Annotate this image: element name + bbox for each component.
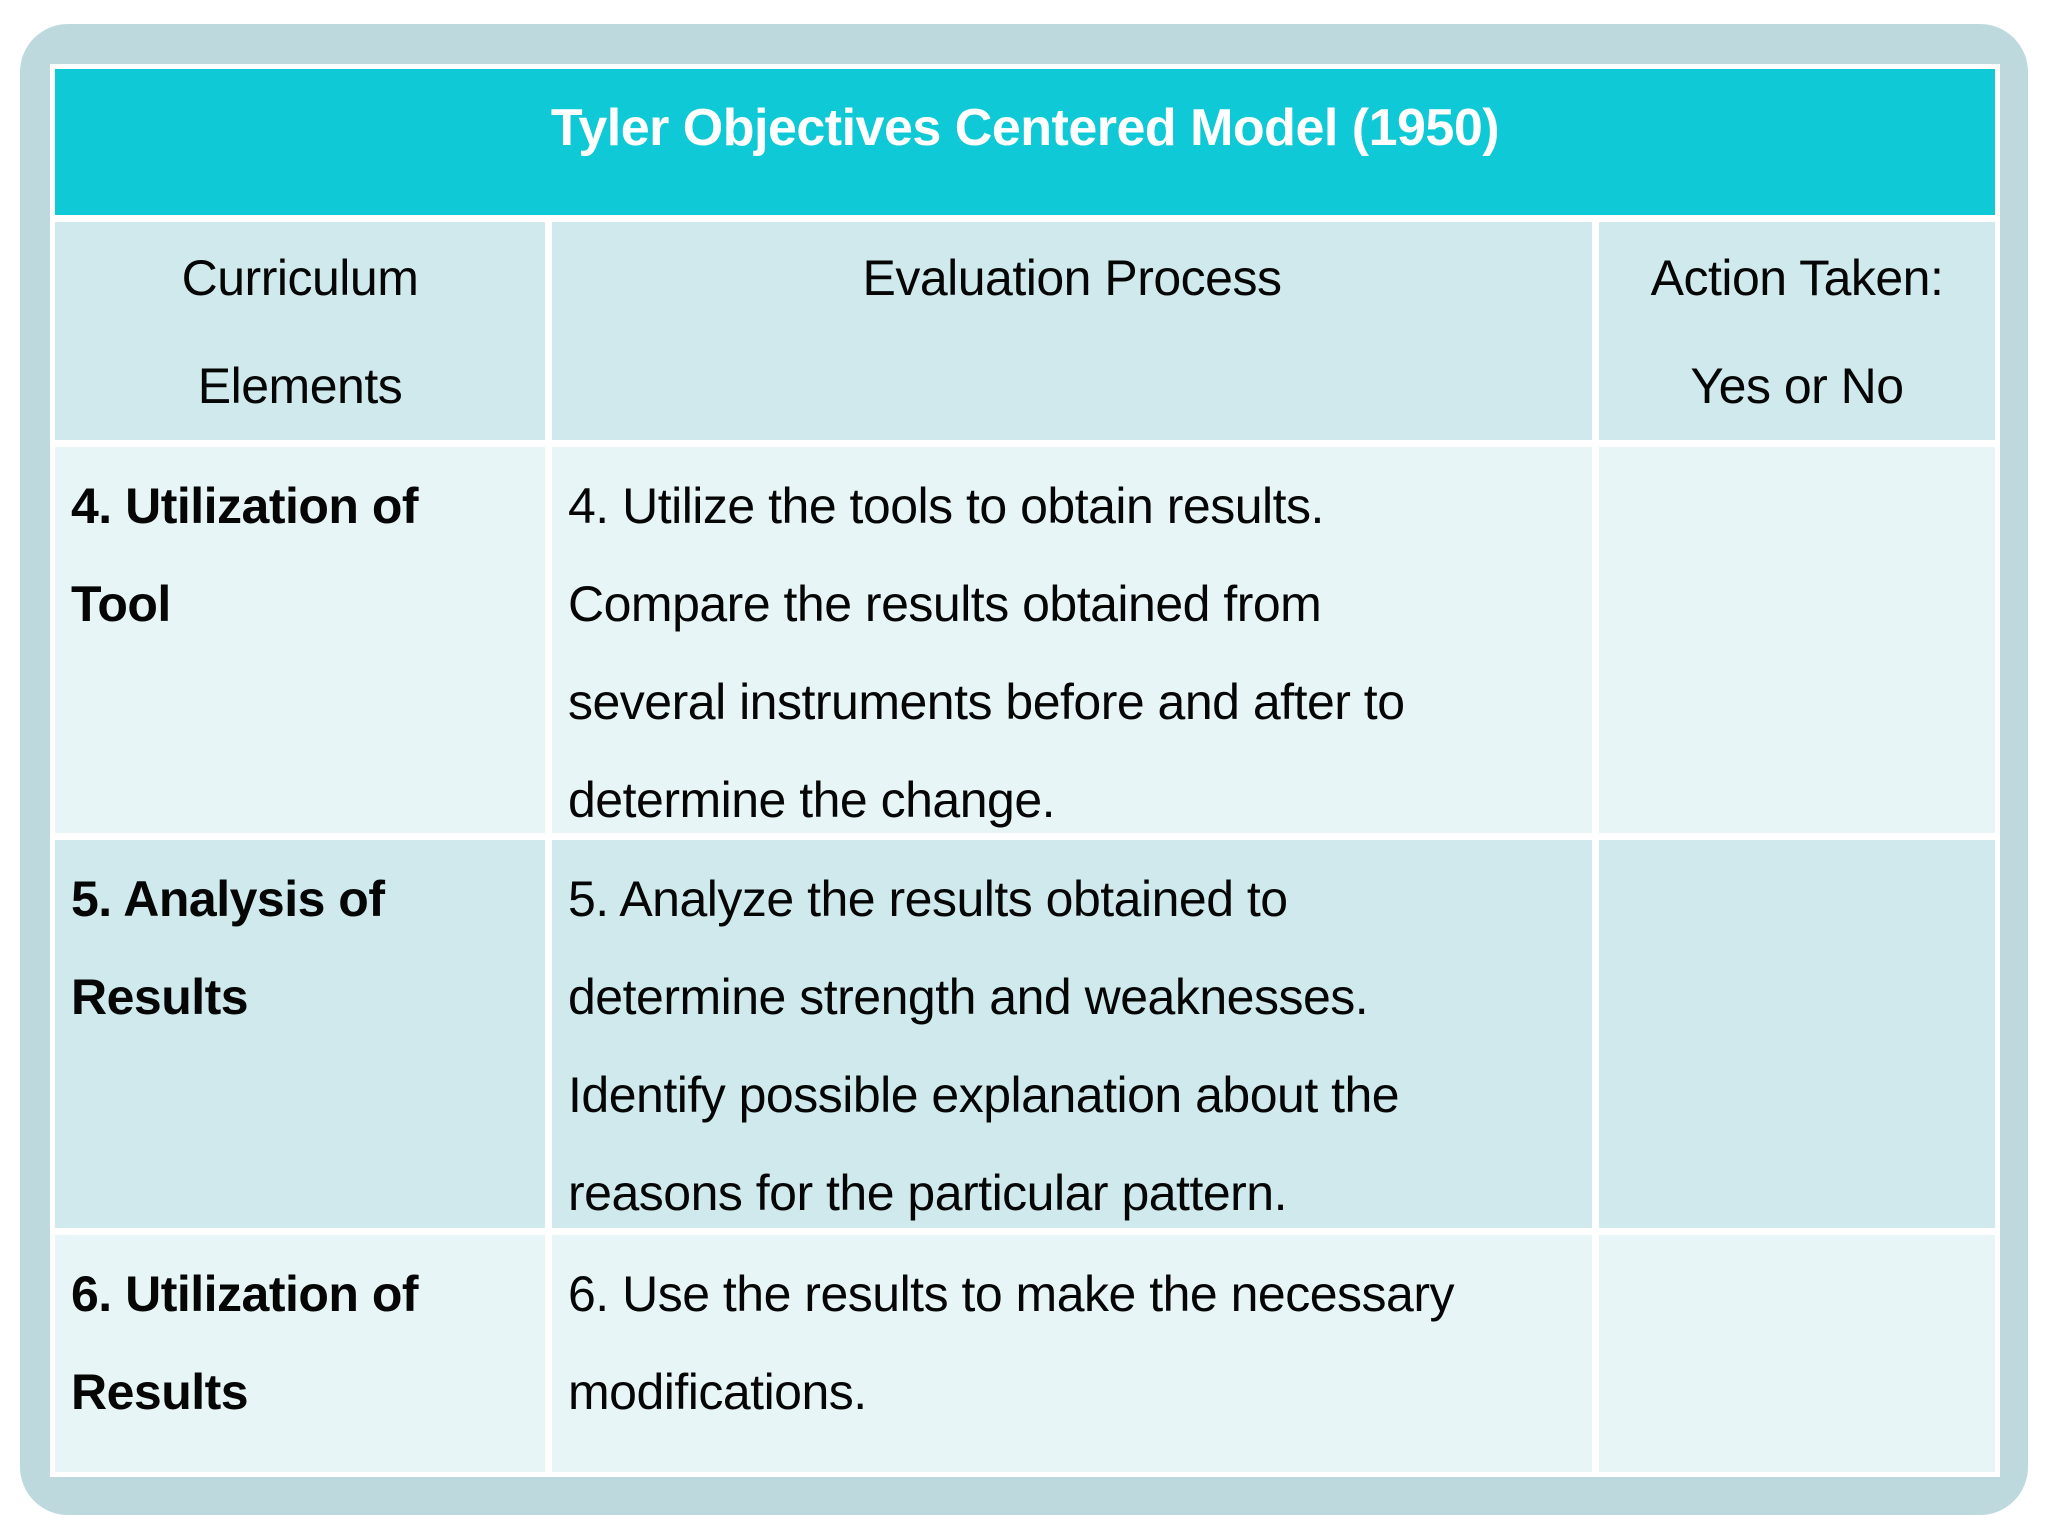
column-header-curriculum-elements: Curriculum Elements [55, 222, 545, 440]
column-header-action-taken: Action Taken: Yes or No [1599, 222, 1995, 440]
row-4-action-taken [1599, 447, 1995, 833]
tyler-model-table: Tyler Objectives Centered Model (1950) C… [50, 64, 2000, 1477]
row-6-action-taken [1599, 1235, 1995, 1472]
row-6-evaluation-process: 6. Use the results to make the necessary… [552, 1235, 1592, 1472]
row-5-curriculum-element: 5. Analysis of Results [55, 840, 545, 1228]
row-6-curriculum-element: 6. Utilization of Results [55, 1235, 545, 1472]
row-5-evaluation-process: 5. Analyze the results obtained to deter… [552, 840, 1592, 1228]
row-5-action-taken [1599, 840, 1995, 1228]
row-4-curriculum-element: 4. Utilization of Tool [55, 447, 545, 833]
column-header-evaluation-process: Evaluation Process [552, 222, 1592, 440]
table-title: Tyler Objectives Centered Model (1950) [55, 69, 1995, 215]
row-4-evaluation-process: 4. Utilize the tools to obtain results. … [552, 447, 1592, 833]
